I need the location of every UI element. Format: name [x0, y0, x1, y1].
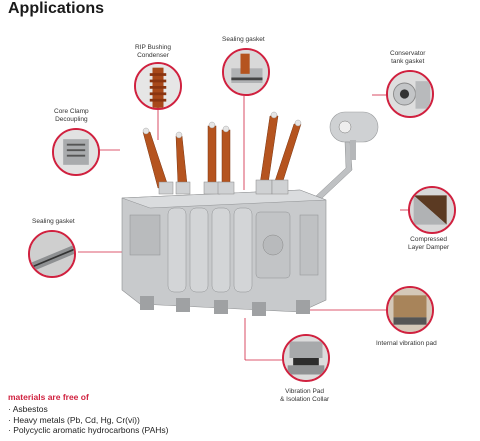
internal-vibration-pad-detail-image	[386, 286, 434, 334]
bushings	[142, 115, 302, 195]
sealing-gasket-left-label: Sealing gasket	[32, 218, 75, 225]
rip-bushing-detail-image	[134, 62, 182, 110]
materials-list: Asbestos Heavy metals (Pb, Cd, Hg, Cr(vi…	[8, 404, 169, 436]
bushing-caps	[142, 111, 302, 139]
leader-lines	[78, 94, 410, 361]
compressed-layer-damper-detail-image	[408, 186, 456, 234]
sealing-gasket-top-label: Sealing gasket	[222, 36, 265, 43]
conservator-tank	[315, 111, 379, 201]
sealing-gasket-top-detail-image	[222, 48, 270, 96]
sealing-gasket-left-detail-image	[28, 230, 76, 278]
internal-vibration-pad-label: Internal vibration pad	[376, 340, 437, 347]
page-title: Applications	[8, 0, 105, 17]
materials-heading: materials are free of	[8, 392, 89, 402]
list-item: Polycyclic aromatic hydrocarbons (PAHs)	[8, 425, 168, 436]
vibration-pad-label: Vibration Pad& Isolation Collar	[280, 388, 330, 403]
vibration-pad-detail-image	[282, 334, 330, 382]
conservator-gasket-detail-image	[386, 70, 434, 118]
main-tank	[121, 189, 327, 316]
core-clamp-detail-image	[52, 128, 100, 176]
list-item: Asbestos	[8, 404, 168, 415]
list-item: Heavy metals (Pb, Cd, Hg, Cr(vi))	[8, 415, 168, 426]
